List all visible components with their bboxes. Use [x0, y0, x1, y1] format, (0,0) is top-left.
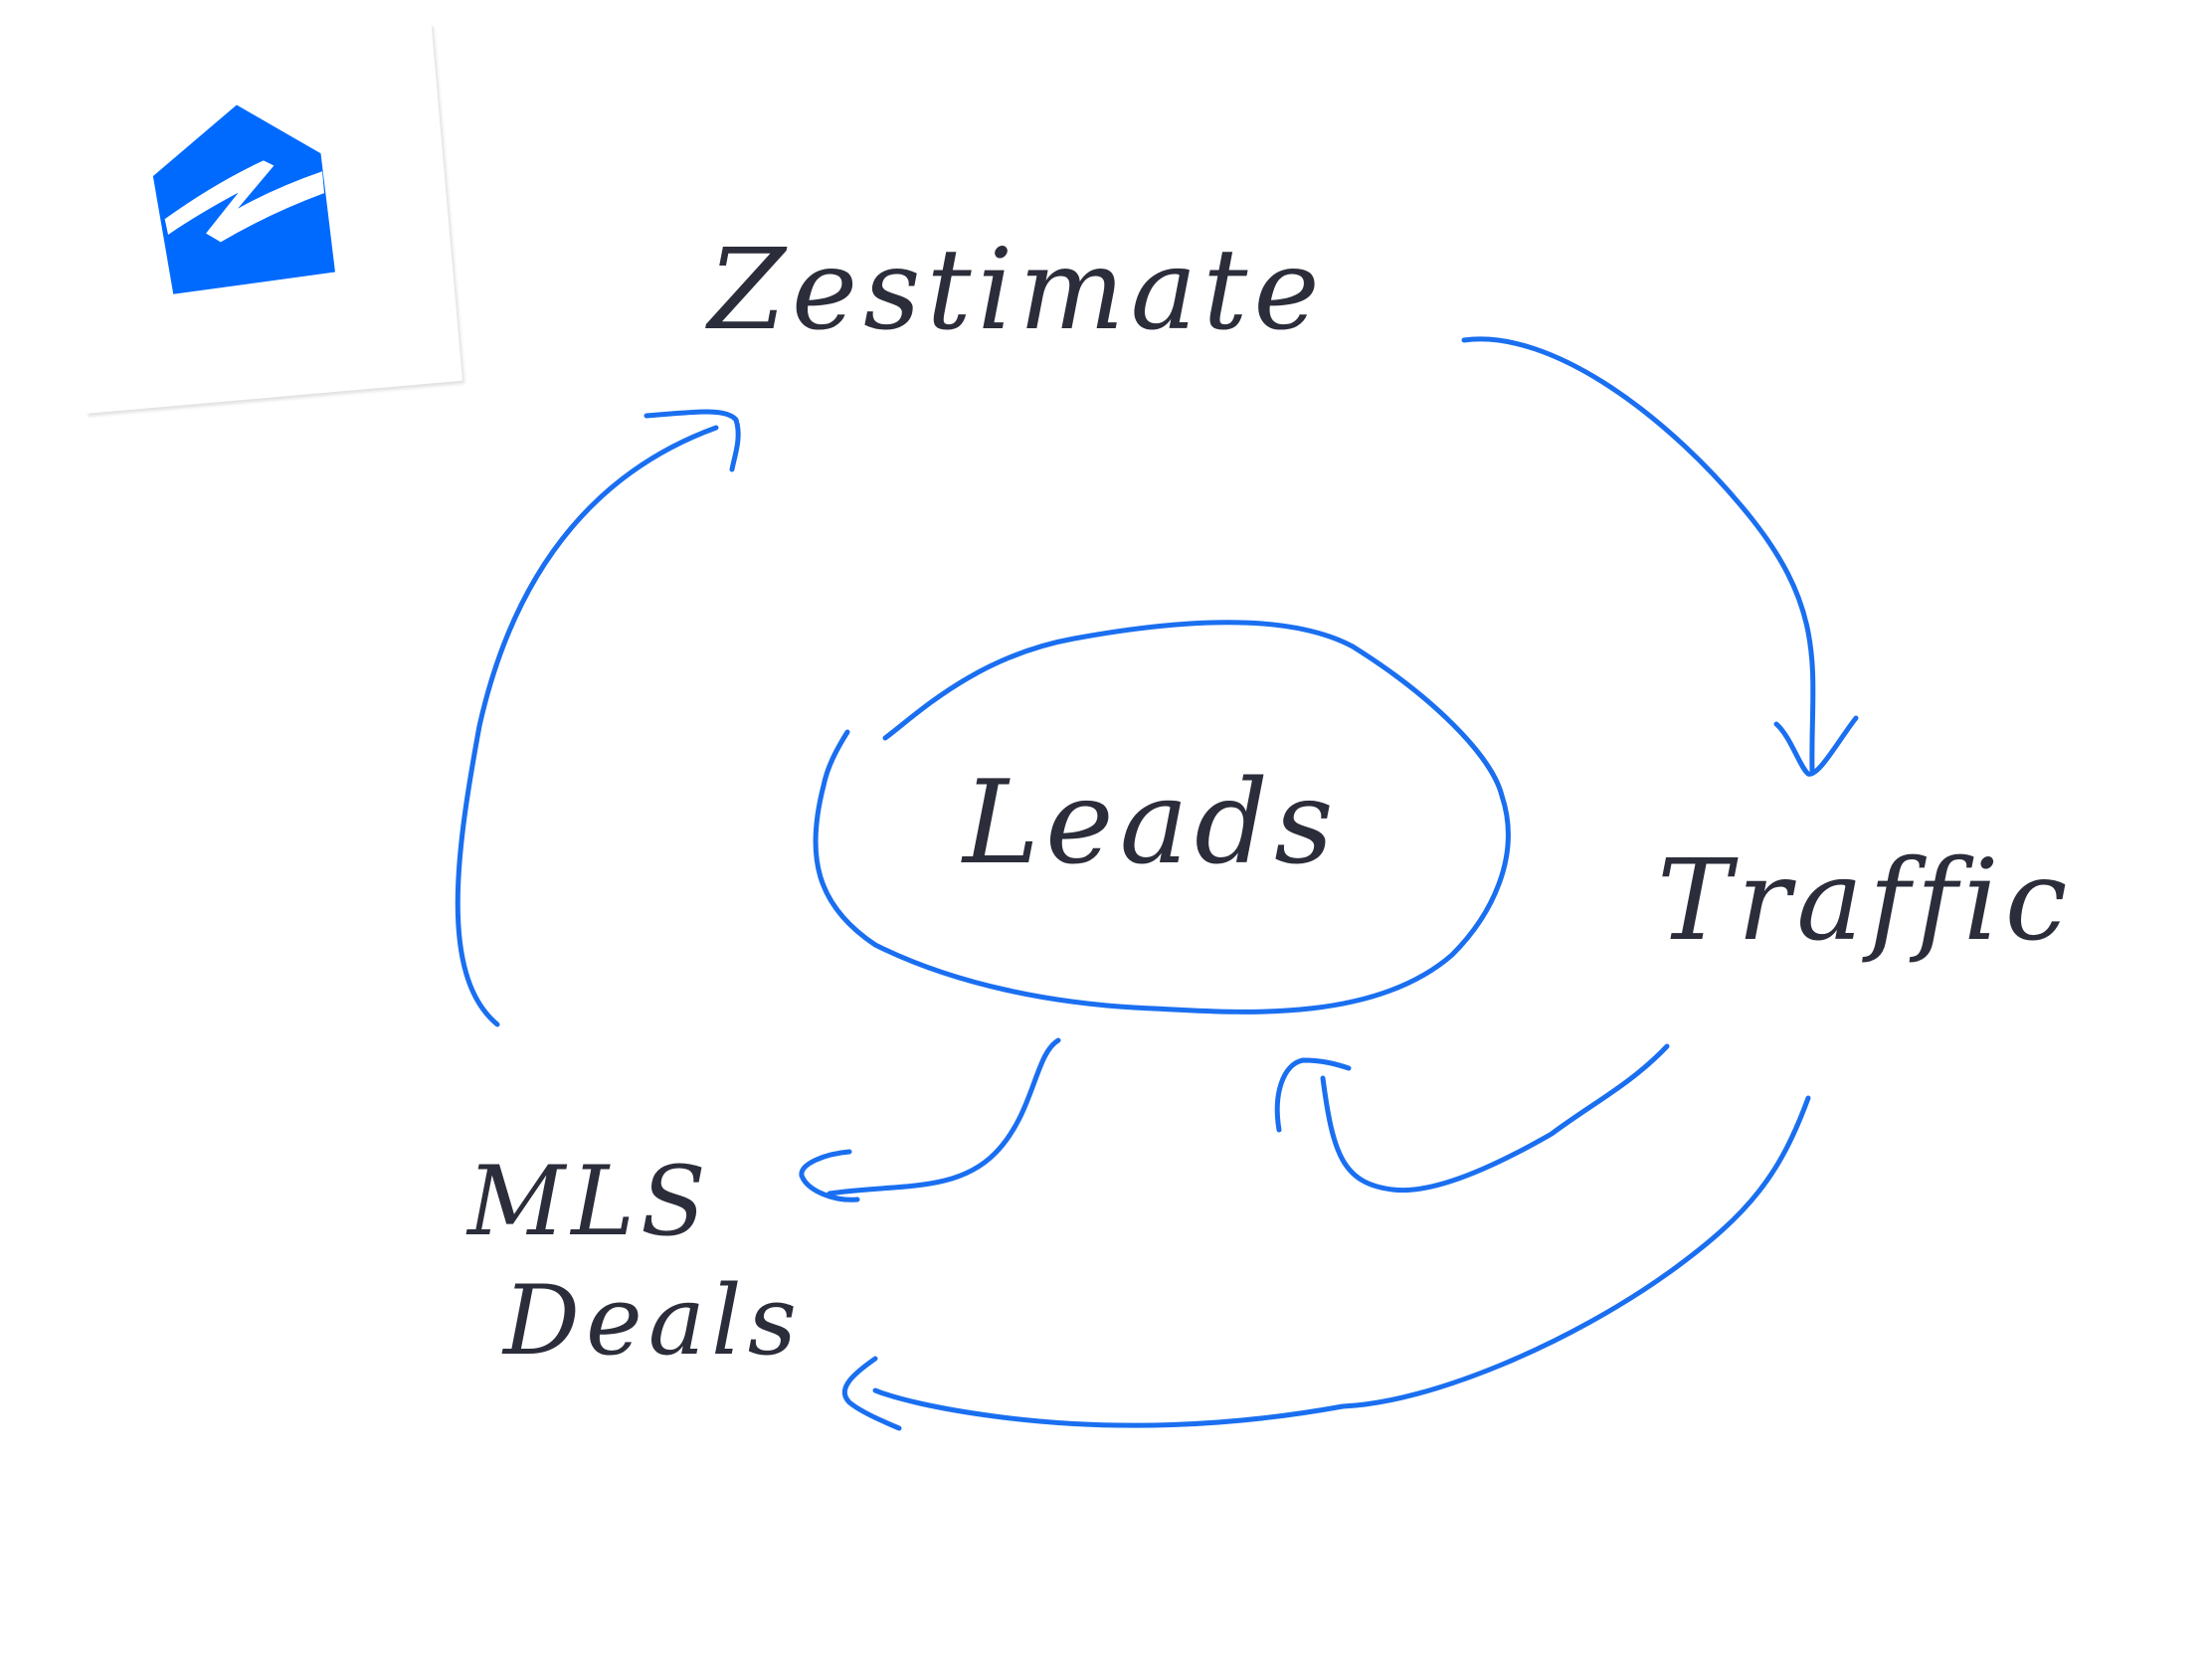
arrowhead-leads — [1274, 1057, 1352, 1133]
arrowhead-zestimate — [644, 409, 741, 472]
arrow-zestimate-to-traffic — [1461, 336, 1816, 774]
arrowhead-traffic — [1773, 715, 1859, 777]
node-zestimate: Zestimate — [708, 226, 1326, 355]
node-mls: MLS — [467, 1146, 712, 1257]
zillow-logo-icon — [152, 104, 335, 294]
node-traffic: Traffic — [1657, 836, 2074, 966]
arrowhead-deals — [841, 1356, 902, 1431]
arrow-traffic-to-leads — [1320, 1043, 1670, 1194]
node-deals: Deals — [503, 1265, 803, 1377]
arrow-traffic-to-deals — [872, 1095, 1811, 1428]
arrow-leads-to-mls — [827, 1037, 1061, 1197]
node-leads: Leads — [963, 756, 1340, 890]
arrow-mls-to-zestimate — [455, 425, 719, 1027]
logo-card — [55, 24, 462, 414]
leads-loop — [813, 620, 1511, 1014]
arrowhead-mls — [799, 1149, 860, 1202]
